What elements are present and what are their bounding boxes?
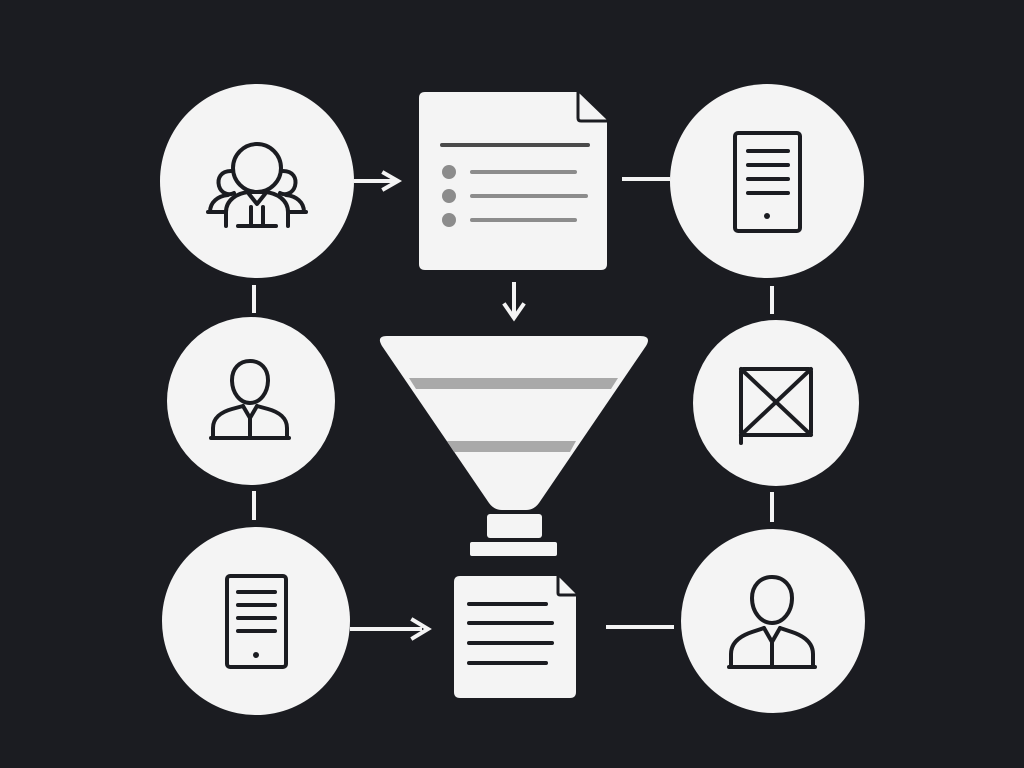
node-device-bottom-left [162,527,350,715]
page-fold [556,576,576,597]
node-filter-funnel [379,336,648,556]
funnel-icon [379,336,648,556]
connectors [252,170,774,641]
node-person-mid-left [167,317,335,485]
node-box-mid-right [693,320,859,486]
node-list-document-top [419,92,607,270]
node-group-top-left [160,84,354,278]
tablet-device-icon [733,131,802,233]
connector-arrow-device-to-output [350,617,432,641]
tablet-device-icon [225,574,288,669]
node-output-document-bottom [454,576,576,698]
person-icon [727,575,817,669]
person-icon [209,359,291,440]
group-people-icon [206,142,308,228]
bullet-list-document-icon [440,143,590,227]
connector-arrow-list-to-funnel [502,282,526,322]
page-fold [576,92,607,123]
connector-arrow-group-to-list [354,170,403,192]
document-icon [467,602,554,665]
node-device-top-right [670,84,864,278]
node-person-bottom-right [681,529,865,713]
crossed-box-icon [739,367,813,445]
